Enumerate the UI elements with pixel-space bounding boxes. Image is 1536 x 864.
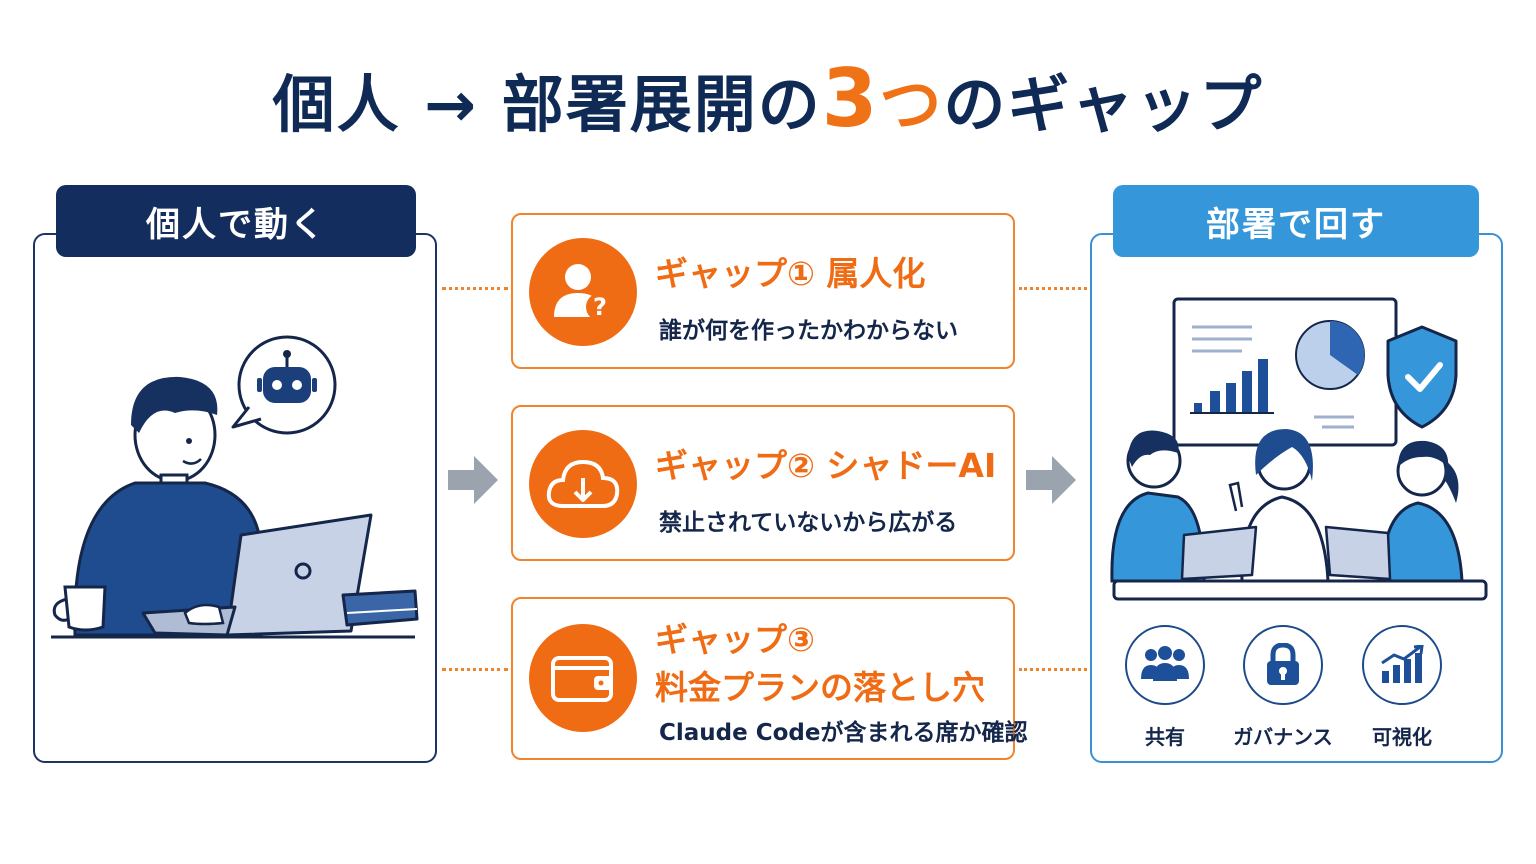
arrow-right-icon (448, 456, 498, 504)
shield-check-icon (1386, 325, 1458, 429)
feature-governance: ガバナンス (1223, 625, 1343, 750)
person-right (1380, 440, 1464, 583)
dashboard-board (1172, 297, 1398, 447)
department-label: 部署で回す (1113, 185, 1479, 257)
title-suffix-tsu: つ (879, 68, 944, 141)
arrow-right-icon (1026, 456, 1076, 504)
title-main: 個人 → 部署展開の (272, 68, 822, 141)
chart-up-icon (1362, 625, 1442, 705)
gap-desc: Claude Codeが含まれる席か確認 (659, 720, 1028, 746)
book-icon (341, 589, 419, 627)
feature-label: 可視化 (1372, 725, 1432, 749)
gap-desc: 誰が何を作ったかわからない (659, 318, 958, 344)
svg-text:?: ? (593, 293, 607, 321)
people-icon (1125, 625, 1205, 705)
page-title: 個人 → 部署展開の3つのギャップ (0, 52, 1536, 145)
gap-card-1: ? ギャップ① 属人化 誰が何を作ったかわからない (511, 213, 1015, 369)
connector-left-3 (442, 668, 508, 671)
connector-right-1 (1019, 287, 1087, 290)
laptop-icon (141, 513, 373, 637)
connector-right-3 (1019, 668, 1087, 671)
person-middle (1228, 429, 1330, 583)
individual-panel (33, 233, 437, 763)
lock-icon (1243, 625, 1323, 705)
person-left (1110, 430, 1206, 583)
gap-title: ギャップ② シャドーAI (655, 446, 997, 485)
feature-label: 共有 (1145, 725, 1185, 749)
feature-visibility: 可視化 (1342, 625, 1462, 750)
individual-label: 個人で動く (56, 185, 416, 257)
person-head (131, 376, 218, 493)
gap-title-line1: ギャップ③ (655, 620, 815, 659)
gap-desc: 禁止されていないから広がる (659, 510, 958, 536)
speech-bubble-icon (231, 335, 337, 435)
person-question-icon: ? (529, 238, 637, 346)
feature-share: 共有 (1105, 625, 1225, 750)
person-with-laptop-illustration (51, 335, 419, 639)
connector-left-1 (442, 287, 508, 290)
gap-card-3: ギャップ③ 料金プランの落とし穴 Claude Codeが含まれる席か確認 (511, 597, 1027, 760)
mug-icon (52, 585, 107, 632)
team-meeting-illustration (1110, 297, 1488, 601)
gap-title-line2: 料金プランの落とし穴 (655, 668, 985, 707)
feature-label: ガバナンス (1233, 725, 1333, 749)
wallet-icon (529, 624, 637, 732)
gap-card-2: ギャップ② シャドーAI 禁止されていないから広がる (511, 405, 1015, 561)
cloud-download-icon (529, 430, 637, 538)
title-number: 3 (821, 52, 880, 145)
title-suffix: のギャップ (943, 68, 1264, 141)
gap-title: ギャップ① 属人化 (655, 254, 926, 293)
